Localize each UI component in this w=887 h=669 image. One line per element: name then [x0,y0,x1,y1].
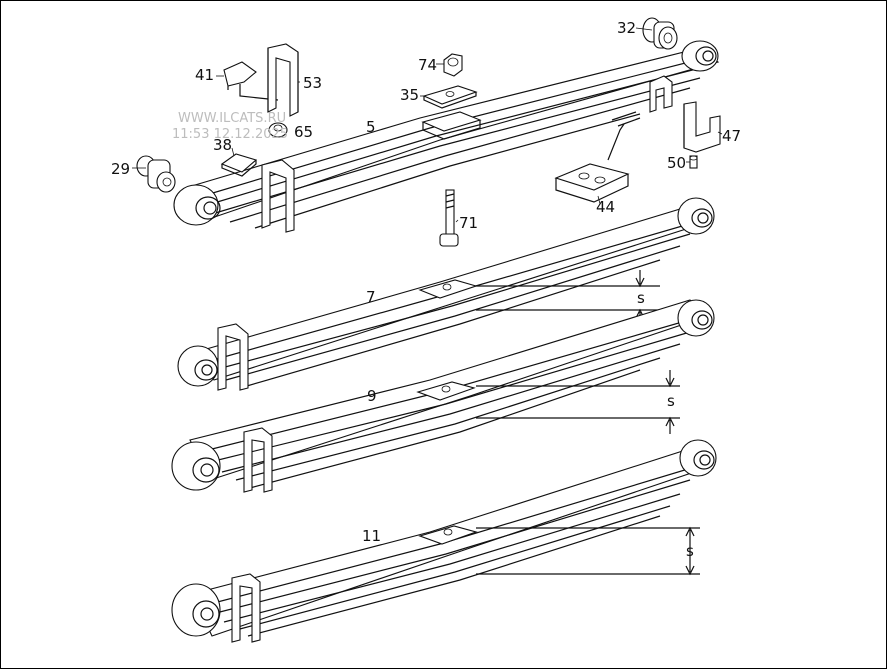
rear-clamp [649,75,673,113]
watermark-site: WWW.ILCATS.RU [178,111,286,126]
label-29: 29 [111,160,130,178]
label-47: 47 [722,127,741,145]
leaf-spring-assembly-5 [173,40,720,233]
label-9: 9 [367,387,377,405]
bushing-32 [642,17,678,50]
label-41: 41 [195,66,214,84]
dimension-labels: s s s [637,289,694,560]
leaf-spring-9 [171,299,715,493]
block-44 [554,123,630,203]
label-7: 7 [366,288,376,306]
nut-74 [443,53,463,77]
label-50: 50 [667,154,686,172]
front-clamp [261,159,295,233]
centre-bolt-71 [439,189,459,247]
watermark-timestamp: 11:53 12.12.2025 [172,127,288,142]
label-53: 53 [303,74,322,92]
rear-eye [681,40,719,72]
label-35: 35 [400,86,419,104]
dimension-s-7: s [637,289,645,307]
bracket-53 [267,43,299,117]
label-74: 74 [418,56,437,74]
label-11: 11 [362,527,381,545]
dimension-s-11: s [686,542,694,560]
label-71: 71 [459,214,478,232]
bushing-29 [136,155,176,193]
label-32: 32 [617,19,636,37]
bracket-47 [683,101,721,153]
leader-lines [132,27,723,223]
cap-41 [223,61,279,101]
label-5: 5 [366,118,376,136]
plate-35 [422,85,478,109]
nut-65 [268,122,288,138]
bolt-50 [689,155,698,169]
pad-38 [220,153,258,177]
label-65: 65 [294,123,313,141]
label-44: 44 [596,198,615,216]
leaf-spring-11 [171,439,717,643]
part-number-labels: 32 41 53 74 35 5 65 38 47 50 29 44 71 7 … [111,19,741,545]
watermark: WWW.ILCATS.RU 11:53 12.12.2025 [172,111,288,142]
leaf-spring-7 [177,197,715,391]
label-38: 38 [213,136,232,154]
dimension-s-9: s [667,392,675,410]
